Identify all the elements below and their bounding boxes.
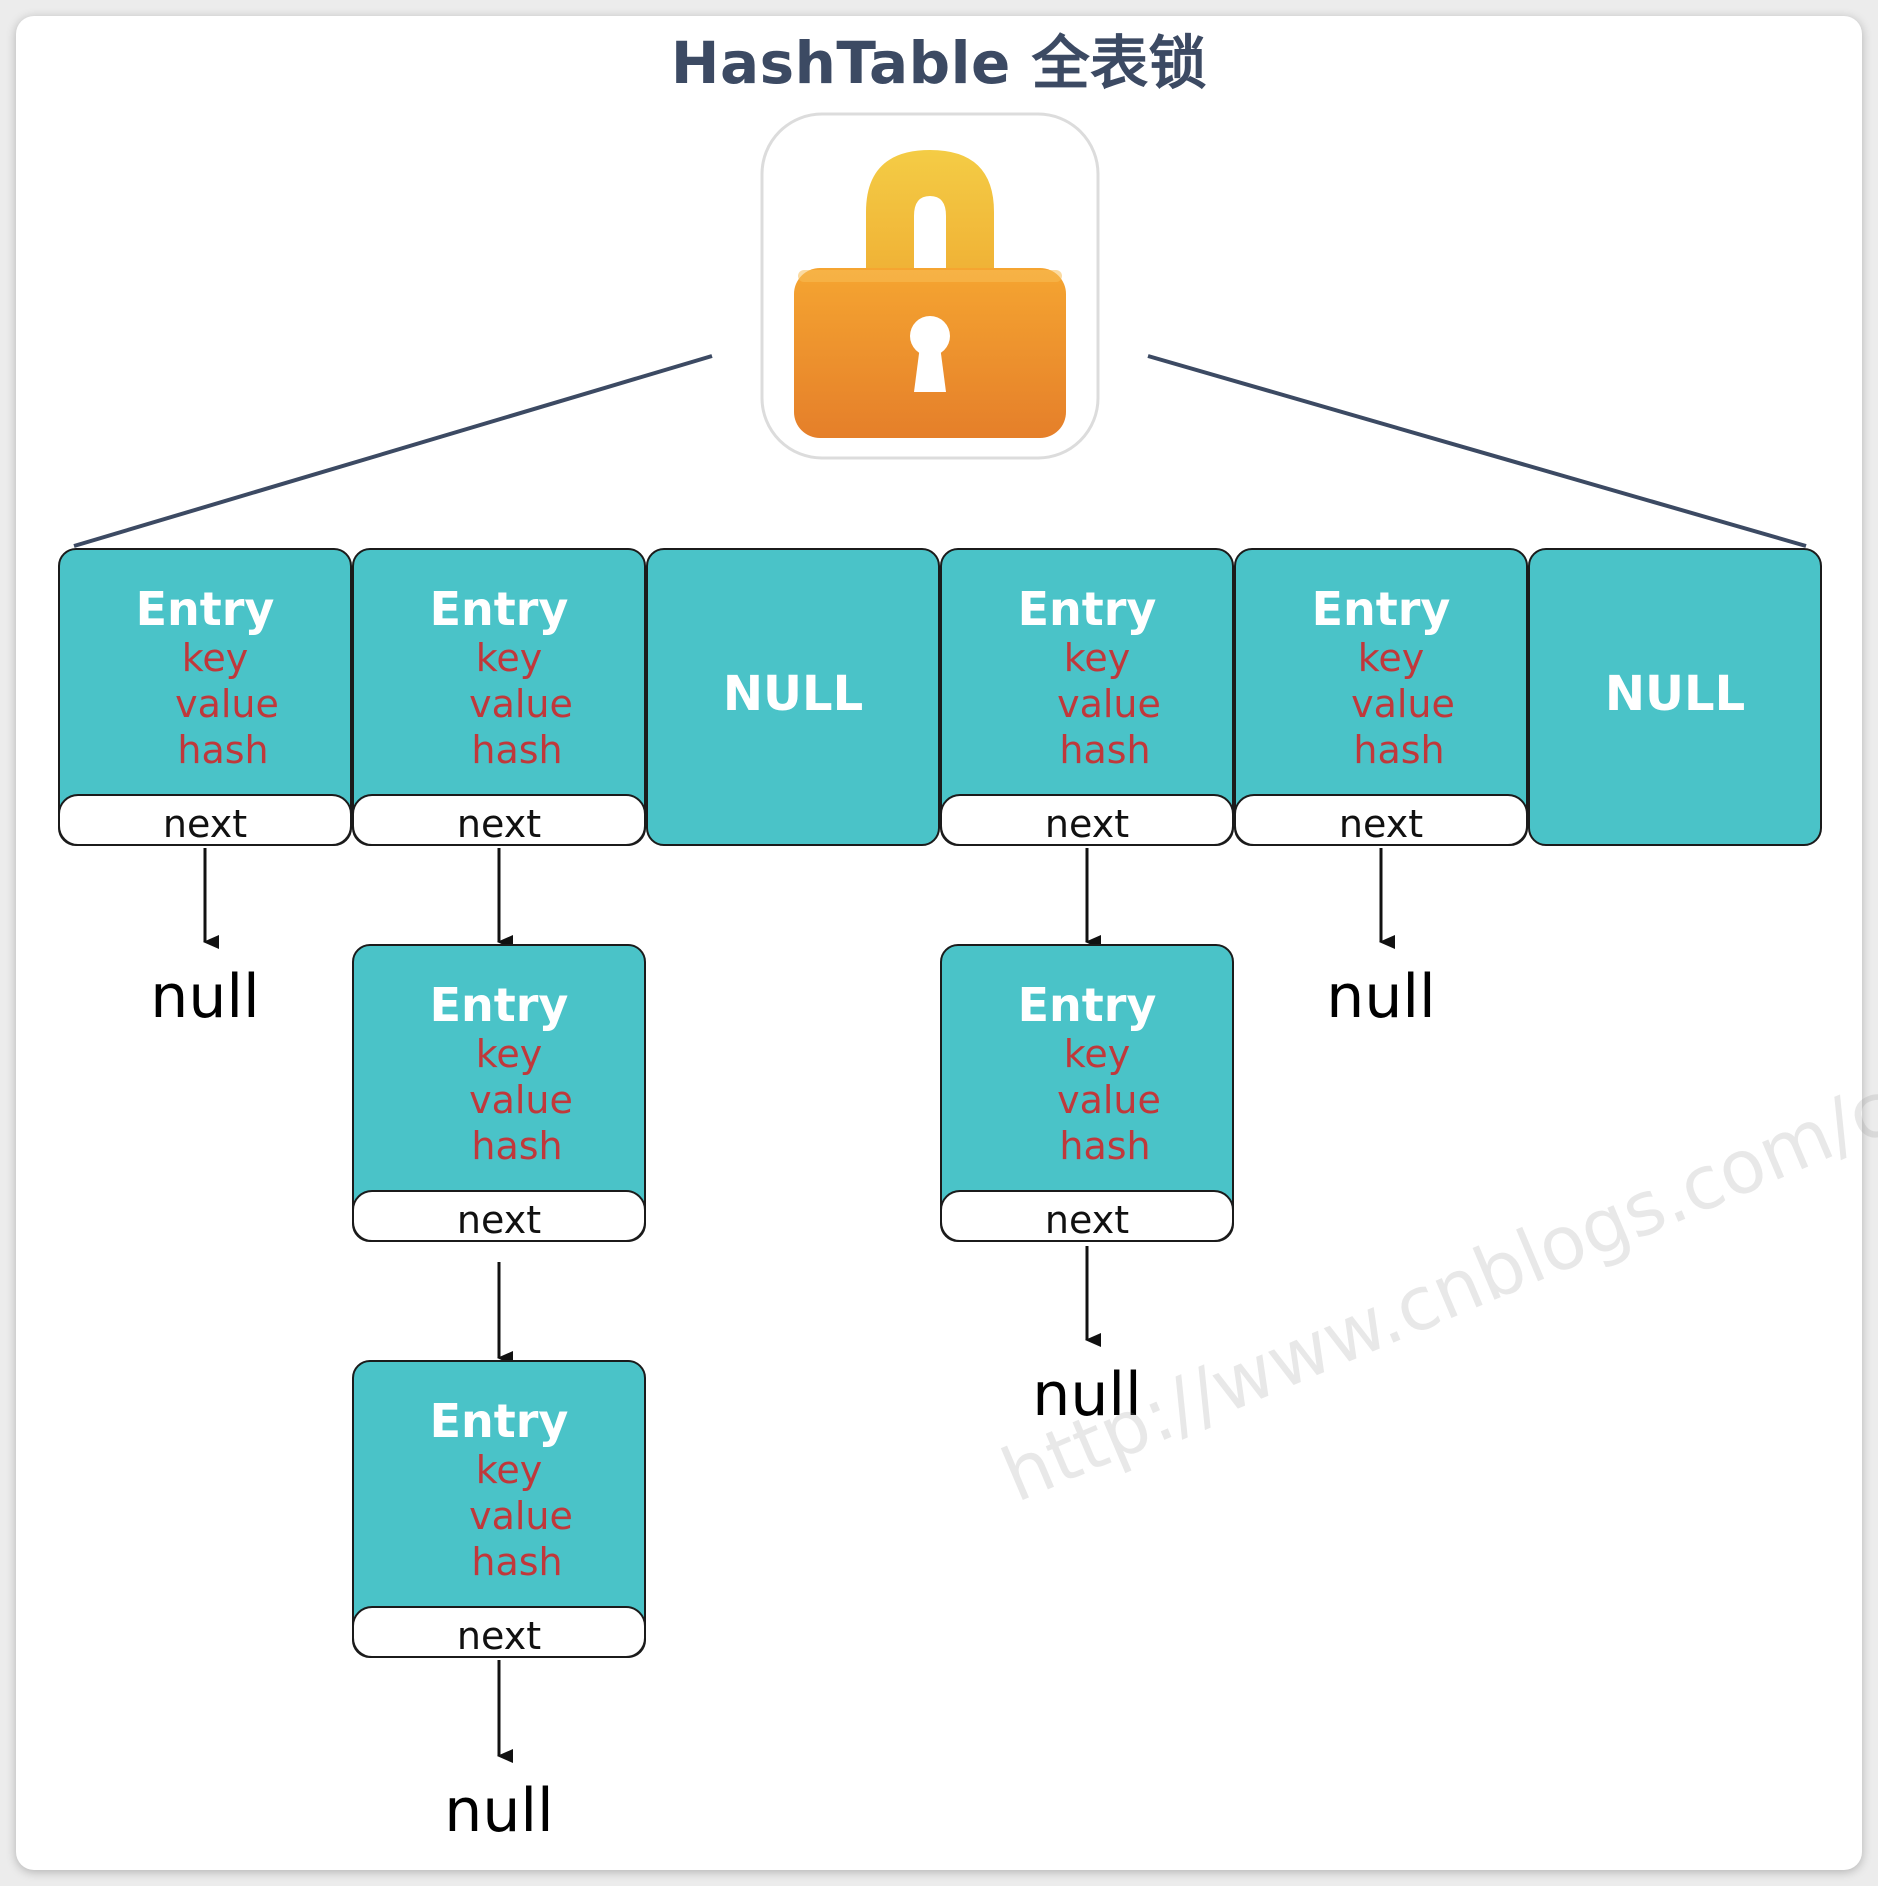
entry-hash-field: hash	[1353, 728, 1445, 772]
entry-key-field: key	[475, 1032, 543, 1076]
entry-label: Entry	[429, 1394, 569, 1448]
next-label: next	[162, 802, 248, 846]
entry-hash-field: hash	[471, 728, 563, 772]
entry-value-field: value	[175, 682, 279, 726]
chain-bucket-3-entry-1[interactable]: Entry key value hash next	[940, 944, 1234, 1242]
entry-label: Entry	[1311, 582, 1451, 636]
entry-next-field: next	[58, 794, 352, 846]
entry-key-field: key	[1063, 1032, 1131, 1076]
null-terminal-chain-1: null	[444, 1776, 554, 1846]
entry-value-field: value	[1057, 682, 1161, 726]
entry-label: Entry	[135, 582, 275, 636]
entry-value-field: value	[469, 682, 573, 726]
null-slot-label: NULL	[722, 666, 864, 722]
entry-hash-field: hash	[1059, 728, 1151, 772]
entry-label: Entry	[429, 582, 569, 636]
next-label: next	[1338, 802, 1424, 846]
next-pointer-arrows	[203, 848, 1395, 1763]
bucket-5-null[interactable]: NULL	[1528, 548, 1822, 846]
entry-next-field: next	[352, 794, 646, 846]
null-slot-label: NULL	[1604, 666, 1746, 722]
entry-hash-field: hash	[471, 1540, 563, 1584]
entry-label: Entry	[1017, 582, 1157, 636]
entry-key-field: key	[1063, 636, 1131, 680]
chain-bucket-1-entry-1[interactable]: Entry key value hash next	[352, 944, 646, 1242]
lock-icon	[760, 112, 1100, 460]
entry-label: Entry	[1017, 978, 1157, 1032]
entry-value-field: value	[1351, 682, 1455, 726]
entry-value-field: value	[469, 1494, 573, 1538]
null-terminal-bucket-0: null	[150, 962, 260, 1032]
entry-next-field: next	[940, 794, 1234, 846]
next-label: next	[456, 1198, 542, 1242]
entry-key-field: key	[181, 636, 249, 680]
lock-connector-right	[1147, 354, 1807, 548]
null-terminal-chain-3: null	[1032, 1360, 1142, 1430]
bucket-3-entry[interactable]: Entry key value hash next	[940, 548, 1234, 846]
bucket-0-entry[interactable]: Entry key value hash next	[58, 548, 352, 846]
entry-value-field: value	[469, 1078, 573, 1122]
null-terminal-bucket-4: null	[1326, 962, 1436, 1032]
entry-next-field: next	[352, 1190, 646, 1242]
lock-connector-left	[73, 354, 713, 548]
null-slot-box	[1528, 548, 1822, 846]
bucket-2-null[interactable]: NULL	[646, 548, 940, 846]
next-label: next	[456, 802, 542, 846]
entry-key-field: key	[475, 636, 543, 680]
chain-bucket-1-entry-2[interactable]: Entry key value hash next	[352, 1360, 646, 1658]
next-label: next	[1044, 1198, 1130, 1242]
next-label: next	[1044, 802, 1130, 846]
entry-next-field: next	[352, 1606, 646, 1658]
entry-next-field: next	[1234, 794, 1528, 846]
entry-hash-field: hash	[177, 728, 269, 772]
entry-key-field: key	[1357, 636, 1425, 680]
entry-hash-field: hash	[1059, 1124, 1151, 1168]
next-label: next	[456, 1614, 542, 1658]
entry-key-field: key	[475, 1448, 543, 1492]
entry-value-field: value	[1057, 1078, 1161, 1122]
bucket-4-entry[interactable]: Entry key value hash next	[1234, 548, 1528, 846]
diagram-title: HashTable 全表锁	[670, 29, 1208, 97]
bucket-1-entry[interactable]: Entry key value hash next	[352, 548, 646, 846]
entry-hash-field: hash	[471, 1124, 563, 1168]
entry-next-field: next	[940, 1190, 1234, 1242]
null-slot-box	[646, 548, 940, 846]
entry-label: Entry	[429, 978, 569, 1032]
